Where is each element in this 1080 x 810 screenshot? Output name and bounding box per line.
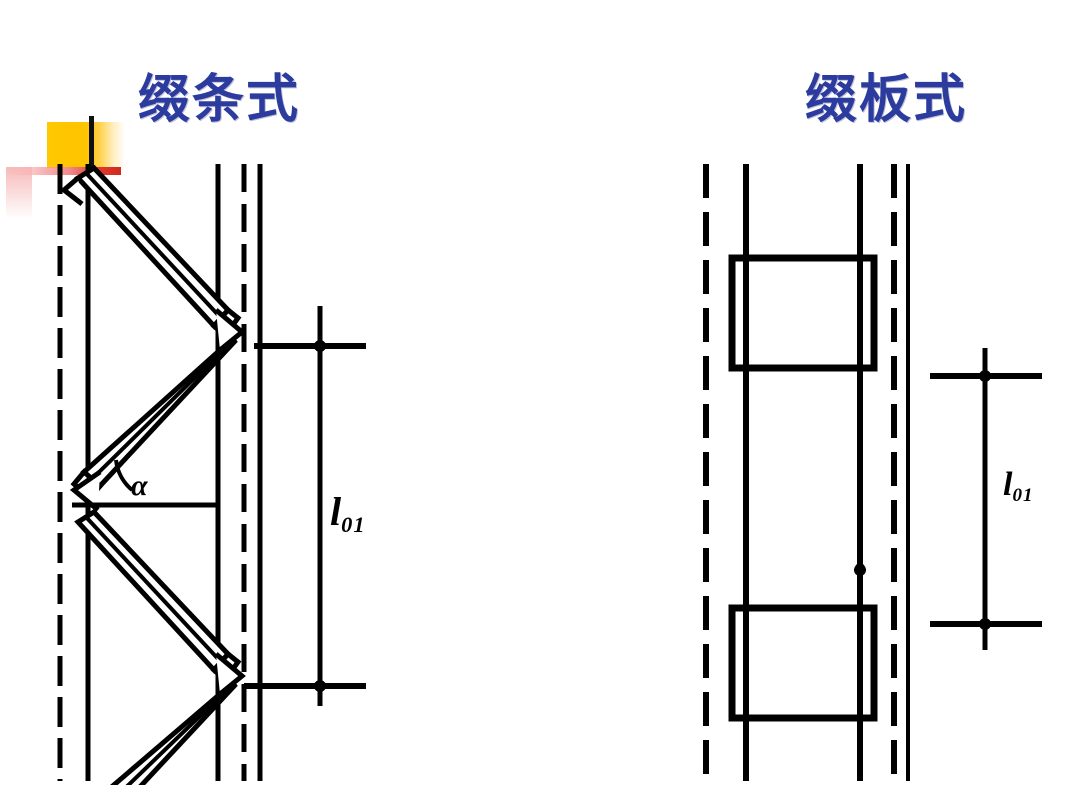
- batten-plate-upper: [728, 254, 878, 372]
- lacing-joint-top: [60, 176, 84, 206]
- dimension-symbol-left: l: [330, 489, 342, 534]
- connection-node-upper: [855, 563, 865, 573]
- batten-column-diagram: [680, 160, 1070, 785]
- ornament-vertical-line: [89, 116, 94, 178]
- lacing-bar-3: [74, 508, 242, 684]
- dimension-label-left: l01: [330, 489, 366, 537]
- dimension-node-bottom: [979, 618, 991, 630]
- ornament-red-bar: [6, 167, 121, 175]
- ornament-pink-fade: [6, 167, 32, 219]
- dimension-node-top: [314, 340, 326, 352]
- dimension-node-top: [979, 370, 991, 382]
- angle-arc-alpha: [114, 459, 134, 492]
- page-title-right: 缀板式: [805, 71, 968, 129]
- lacing-bar-4: [109, 681, 238, 785]
- dimension-symbol-right: l: [1003, 466, 1013, 503]
- dimension-label-right: l01: [1003, 466, 1033, 506]
- page-title-left: 缀条式: [138, 71, 301, 129]
- lacing-bar-1: [74, 164, 242, 340]
- dimension-subscript-left: 01: [341, 512, 366, 538]
- lattice-column-diagram: [20, 160, 420, 785]
- dimension-node-bottom: [314, 680, 326, 692]
- dimension-subscript-right: 01: [1012, 485, 1034, 507]
- batten-plate-lower: [728, 604, 878, 722]
- ornament-yellow-square: [47, 122, 125, 168]
- angle-label-alpha: α: [131, 469, 148, 502]
